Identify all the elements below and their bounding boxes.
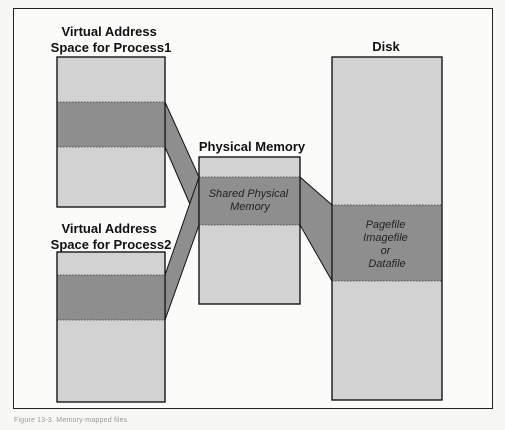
process1-address-space bbox=[56, 56, 166, 208]
connector-shared-to-disk bbox=[299, 175, 333, 283]
process1-mapped-region bbox=[57, 102, 165, 147]
process2-mapped-region bbox=[57, 275, 165, 320]
physical-memory bbox=[198, 156, 301, 305]
disk bbox=[331, 56, 443, 401]
process1-title: Virtual Address Space for Process1 bbox=[51, 24, 172, 55]
shared-physical-region bbox=[199, 177, 300, 225]
disk-file-region bbox=[332, 205, 442, 281]
disk-file-label: Pagefile Imagefile or Datafile bbox=[363, 219, 411, 270]
process2-title: Virtual Address Space for Process2 bbox=[51, 221, 172, 252]
shared-memory-label: Shared Physical Memory bbox=[209, 188, 292, 213]
disk-title: Disk bbox=[372, 39, 400, 54]
figure-caption: Figure 13-3. Memory-mapped files bbox=[14, 417, 128, 424]
physical-memory-title: Physical Memory bbox=[199, 139, 306, 154]
process2-address-space bbox=[56, 251, 166, 403]
